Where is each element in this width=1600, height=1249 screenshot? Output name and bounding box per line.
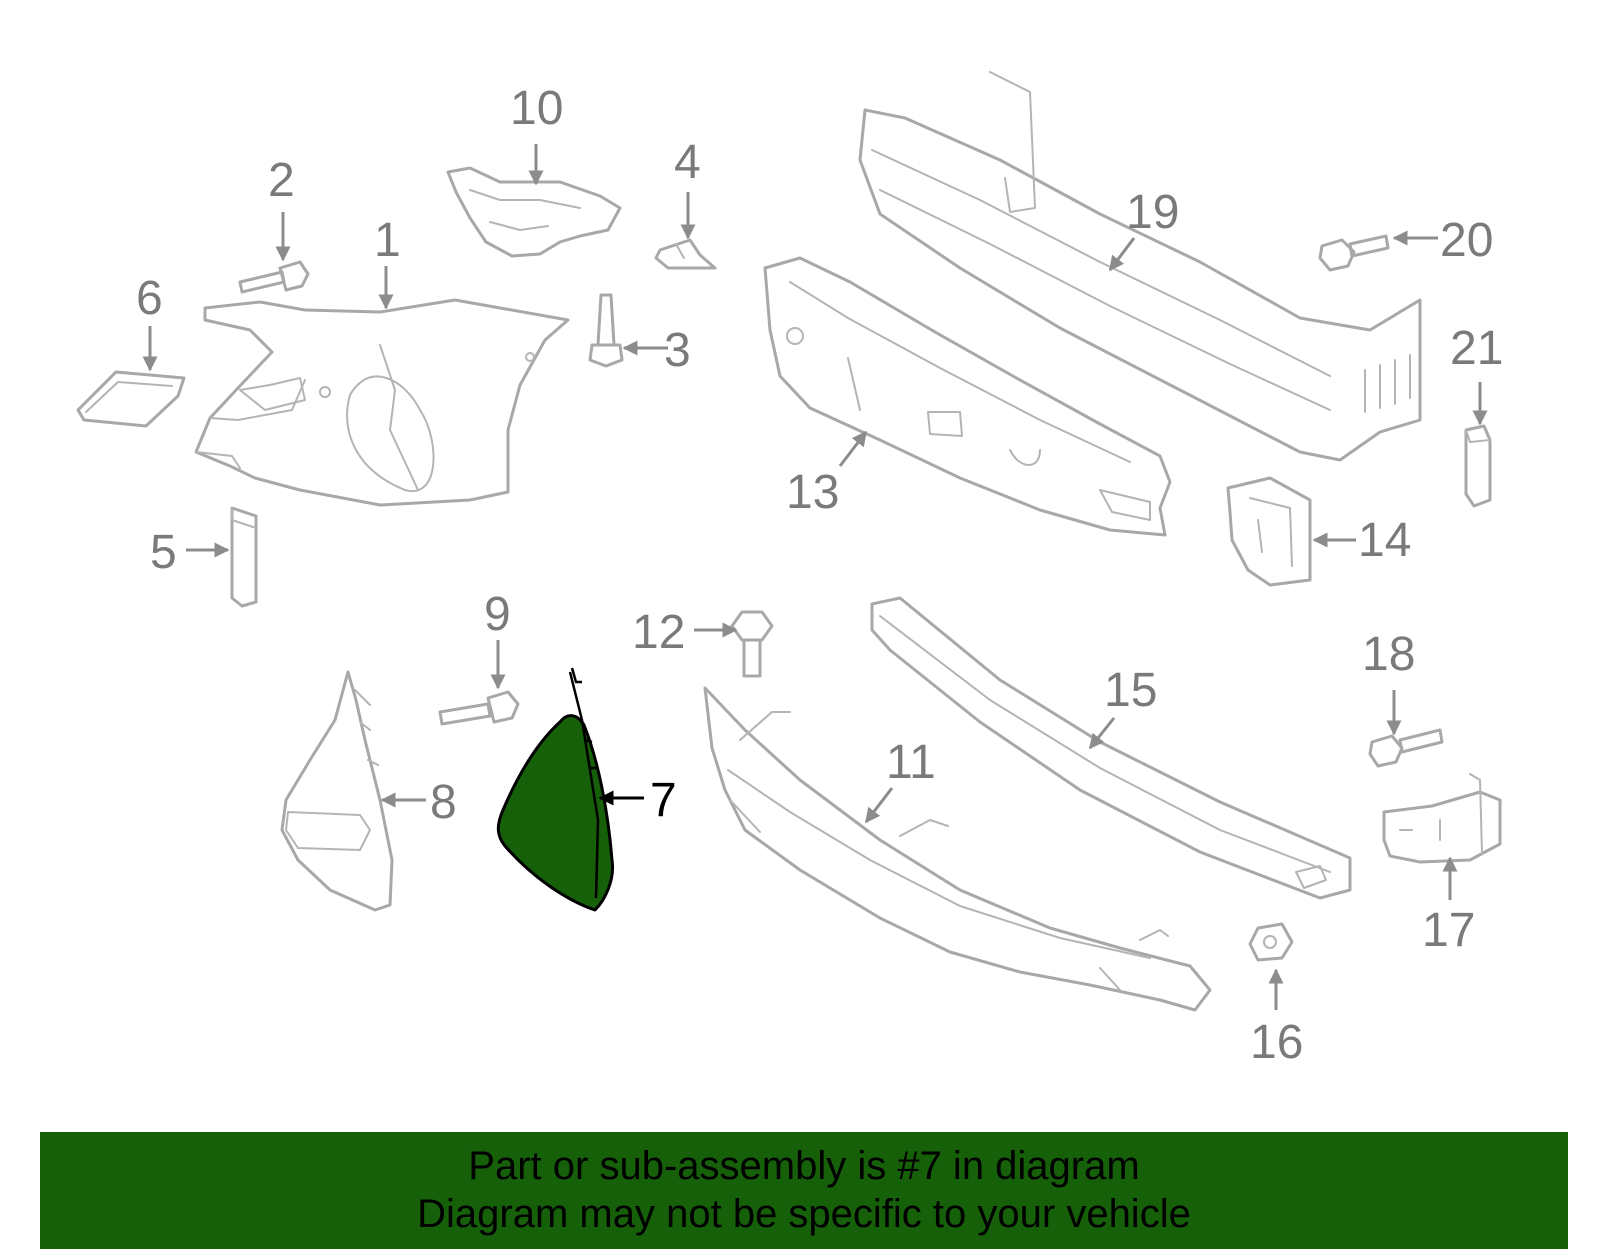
info-banner: Part or sub-assembly is #7 in diagram Di… [40,1132,1568,1249]
banner-line-part-info: Part or sub-assembly is #7 in diagram [468,1144,1140,1188]
part-19-reinforcement-beam[interactable] [858,71,1422,462]
parts-diagram: 1 2 3 4 5 6 7 8 9 10 11 12 13 14 15 16 1… [76,71,1503,1069]
part-3-bolt[interactable] [588,293,624,368]
part-9-bolt[interactable] [438,690,520,726]
callout-11[interactable]: 11 [886,736,936,789]
callout-1[interactable]: 1 [374,214,401,267]
callout-5[interactable]: 5 [150,526,177,579]
part-18-bolt[interactable] [1368,728,1444,768]
callout-14[interactable]: 14 [1358,514,1411,567]
part-7-bumper-bracket[interactable] [496,667,615,912]
banner-line-disclaimer: Diagram may not be specific to your vehi… [417,1192,1191,1236]
part-6-cover-plate[interactable] [76,370,186,428]
callout-20[interactable]: 20 [1440,214,1493,267]
callout-7[interactable]: 7 [650,774,677,827]
callout-2[interactable]: 2 [268,154,295,207]
callout-8[interactable]: 8 [430,776,457,829]
part-13-energy-absorber[interactable] [763,256,1172,537]
callout-leaders [142,144,1488,1010]
callout-19[interactable]: 19 [1126,186,1179,239]
part-21-pad[interactable] [1464,424,1492,508]
callout-3[interactable]: 3 [664,324,691,377]
callout-13[interactable]: 13 [786,466,839,519]
callout-9[interactable]: 9 [484,588,511,641]
callout-16[interactable]: 16 [1250,1016,1303,1069]
callout-17[interactable]: 17 [1422,904,1475,957]
callout-labels: 1 2 3 4 5 6 7 8 9 10 11 12 13 14 15 16 1… [136,82,1503,1069]
part-12-bolt[interactable] [730,610,774,678]
callout-18[interactable]: 18 [1362,628,1415,681]
part-17-bracket[interactable] [1382,773,1502,864]
part-5-pad[interactable] [230,506,258,608]
callout-6[interactable]: 6 [136,272,163,325]
callout-12[interactable]: 12 [632,606,685,659]
callout-21[interactable]: 21 [1450,322,1503,375]
callout-4[interactable]: 4 [674,136,701,189]
part-14-bracket[interactable] [1226,476,1312,587]
part-2-bolt[interactable] [238,260,310,294]
part-8-bracket[interactable] [280,670,394,912]
part-15-upper-rail[interactable] [870,596,1352,900]
part-11-lower-absorber[interactable] [703,686,1212,1012]
part-20-bolt[interactable] [1318,234,1390,272]
part-16-nut[interactable] [1248,922,1294,962]
callout-10[interactable]: 10 [510,82,563,135]
part-4-clip[interactable] [654,238,717,270]
callout-15[interactable]: 15 [1104,664,1157,717]
part-10-bracket[interactable] [446,166,622,258]
part-1-bumper-cover[interactable] [194,298,570,507]
